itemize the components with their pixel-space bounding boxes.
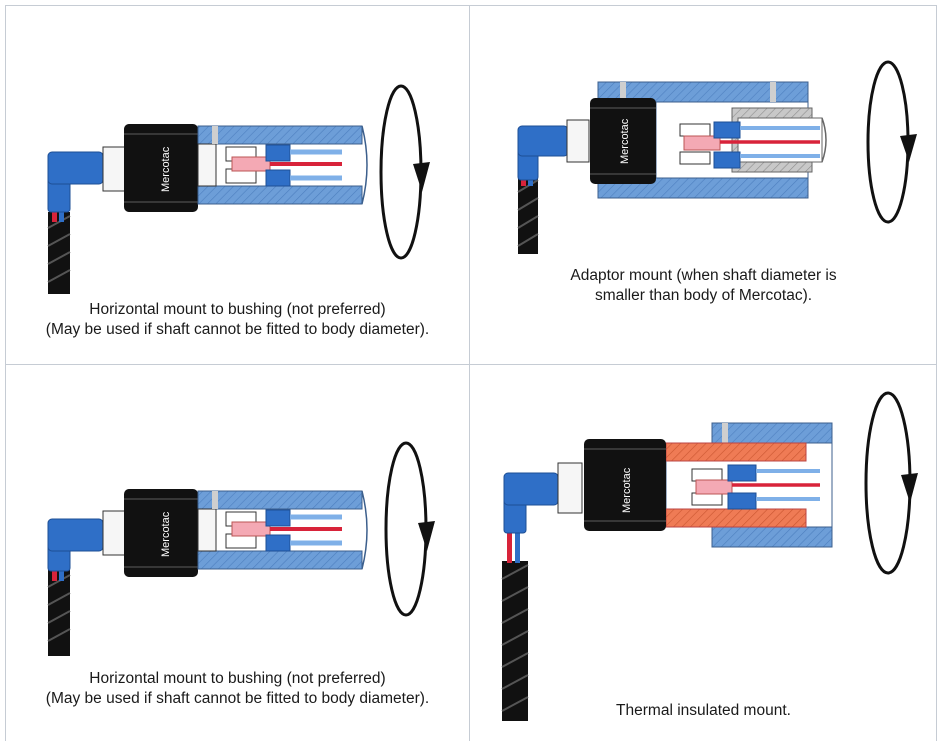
- shaft-section: [197, 490, 368, 570]
- contacts: [225, 144, 342, 187]
- caption-line: (May be used if shaft cannot be fitted t…: [45, 690, 430, 707]
- contacts: [225, 509, 342, 552]
- grid-divider-vertical: [469, 5, 470, 741]
- caption-line: Horizontal mount to bushing (not preferr…: [89, 301, 386, 318]
- caption: Horizontal mount to bushing (not preferr…: [6, 669, 469, 709]
- elbow-connector: [47, 146, 126, 213]
- mercotac-body: Mercotac: [584, 439, 666, 531]
- brand-label: Mercotac: [160, 511, 172, 557]
- cable: [47, 202, 71, 294]
- caption-line: smaller than body of Mercotac).: [594, 287, 813, 304]
- elbow-connector: [517, 119, 590, 181]
- thermal-mount-diagram: Mercotac: [501, 391, 918, 721]
- elbow-connector: [503, 462, 583, 534]
- cable: [47, 561, 71, 656]
- mercotac-body: Mercotac: [124, 124, 198, 212]
- rotation-arrow: [866, 60, 917, 224]
- shaft-section: [197, 125, 368, 205]
- bushing-mount-diagram: Mercotac: [47, 441, 435, 656]
- contacts: [691, 464, 820, 510]
- contacts: [679, 117, 827, 169]
- mercotac-body: Mercotac: [590, 98, 656, 184]
- thermal-insulator: [665, 442, 807, 528]
- caption-line: Horizontal mount to bushing (not preferr…: [89, 670, 386, 687]
- rotation-arrow: [864, 391, 918, 575]
- panel-bushing-mount-bottom: Mercotac Horizontal mount to bushing (no…: [6, 365, 469, 741]
- mercotac-body: Mercotac: [124, 489, 198, 577]
- cable: [517, 168, 539, 254]
- panel-bushing-mount-top: Mercotac Horizontal mount to bushin: [6, 6, 469, 364]
- panel-adaptor-mount: Mercotac Adaptor mount (when shaft diame…: [470, 6, 937, 364]
- rotation-arrow: [384, 441, 435, 617]
- caption: Thermal insulated mount.: [470, 701, 937, 721]
- grid-divider-horizontal: [5, 364, 937, 365]
- cable: [501, 531, 529, 721]
- brand-label: Mercotac: [619, 118, 631, 164]
- figure-grid: [5, 5, 937, 741]
- caption: Horizontal mount to bushing (not preferr…: [6, 300, 469, 340]
- caption-line: Adaptor mount (when shaft diameter is: [570, 267, 837, 284]
- panel-thermal-insulated-mount: Mercotac Thermal insulated mount.: [470, 365, 937, 741]
- bushing-mount-diagram: Mercotac: [47, 84, 430, 294]
- caption-line: (May be used if shaft cannot be fitted t…: [45, 321, 430, 338]
- brand-label: Mercotac: [160, 146, 172, 192]
- caption-line: Thermal insulated mount.: [616, 702, 791, 719]
- elbow-connector: [47, 510, 126, 572]
- brand-label: Mercotac: [621, 467, 633, 513]
- adaptor-mount-diagram: Mercotac: [517, 60, 917, 254]
- caption: Adaptor mount (when shaft diameter is sm…: [470, 266, 937, 306]
- rotation-arrow: [379, 84, 430, 260]
